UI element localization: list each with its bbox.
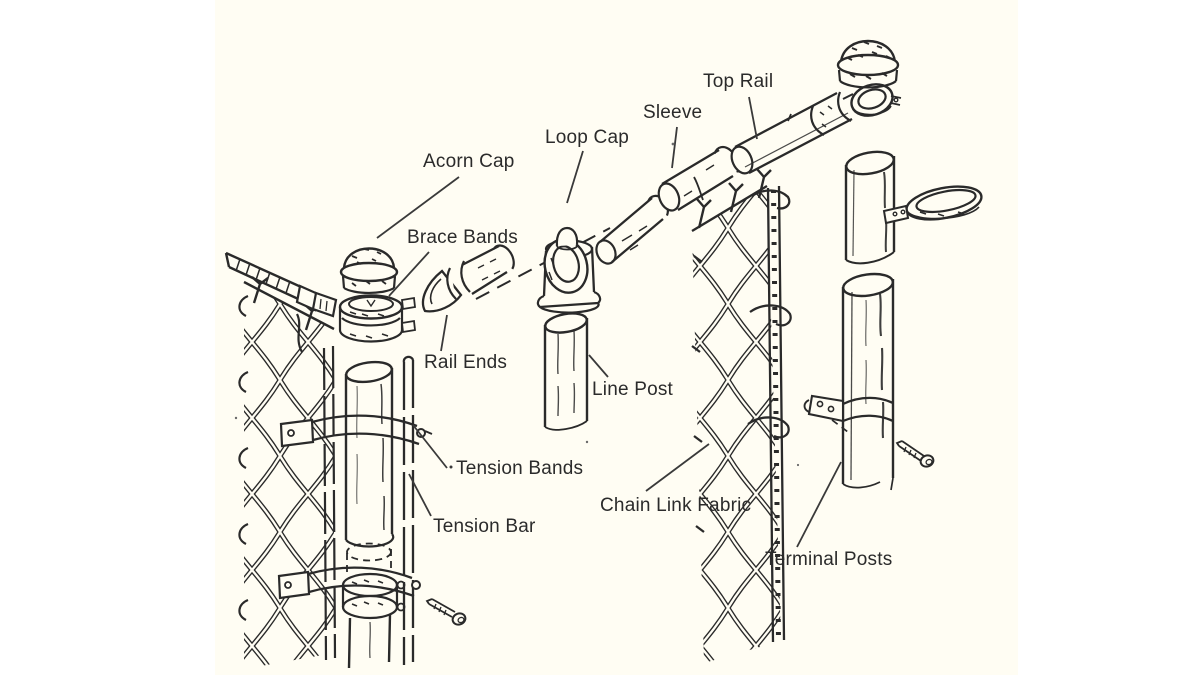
tension-band-lower (277, 566, 421, 600)
bolt-right (895, 440, 935, 468)
label-top-rail: Top Rail (703, 71, 774, 92)
tension-band-upper (279, 414, 433, 448)
line-post (543, 312, 589, 431)
leader-sleeve (671, 126, 678, 169)
label-brace-bands: Brace Bands (407, 227, 518, 248)
scan-specks (234, 142, 800, 467)
fabric-edge-bar-left (322, 345, 337, 661)
label-loop-cap: Loop Cap (545, 127, 630, 148)
label-terminal-posts: Terminal Posts (765, 549, 893, 570)
leader-line-post (588, 354, 609, 378)
leader-loop-cap (566, 150, 584, 204)
label-rail-ends: Rail Ends (424, 352, 508, 373)
label-tension-bands: Tension Bands (456, 458, 584, 479)
acorn-cap-left (339, 247, 399, 295)
rail-segment-center (595, 194, 669, 265)
rail-axis-dashed-line (475, 227, 611, 300)
leader-top-rail (748, 96, 758, 140)
leader-brace-bands (388, 251, 430, 297)
leader-terminal-posts (796, 461, 842, 548)
brace-band-right (882, 185, 983, 225)
loop-cap-assembly (536, 226, 602, 314)
fabric-tension-bar-right (766, 185, 786, 643)
bolt-left (425, 598, 467, 626)
label-sleeve: Sleeve (643, 102, 703, 123)
rail-end-part (421, 244, 515, 313)
label-tension-bar: Tension Bar (433, 516, 536, 537)
chain-link-mesh-right (691, 168, 792, 663)
brace-bands-rings (338, 294, 416, 343)
leader-acorn-cap (376, 176, 460, 239)
tension-bar (402, 355, 415, 665)
label-chain-link-fabric: Chain Link Fabric (600, 495, 752, 516)
terminal-post-lower (803, 272, 935, 491)
leader-chain-link-fabric (645, 443, 710, 492)
leader-rail-ends (440, 314, 448, 352)
corner-post (341, 360, 406, 669)
top-rail-pipe (730, 83, 902, 175)
leader-tension-bands (412, 424, 448, 469)
acorn-cap-right (836, 39, 900, 89)
label-line-post: Line Post (592, 379, 674, 400)
label-acorn-cap: Acorn Cap (423, 151, 515, 172)
terminal-post-upper (844, 150, 896, 265)
leader-lines (376, 96, 842, 548)
fence-top-rail-left (224, 251, 338, 353)
leader-tension-bar (408, 473, 432, 517)
chain-link-mesh-left (238, 276, 335, 669)
